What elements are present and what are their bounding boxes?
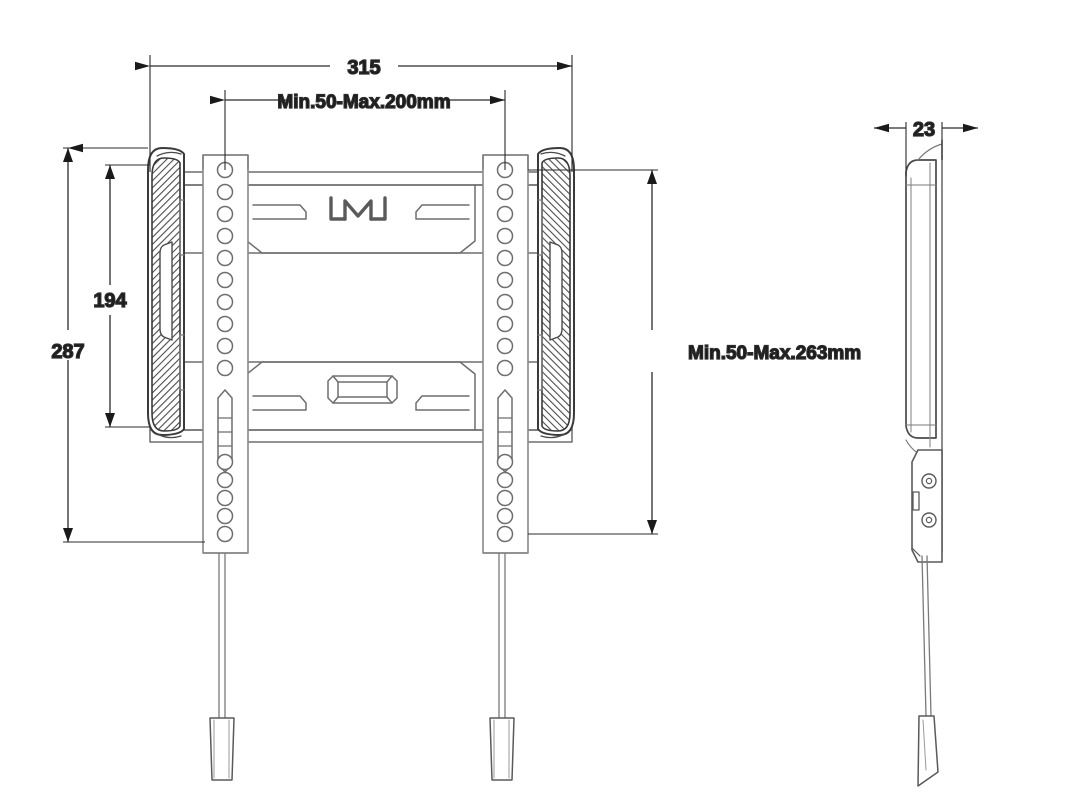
dim-overall-width: 315: [135, 55, 573, 172]
dim-vesa-height: Min.50-Max.263mm: [528, 169, 862, 535]
dim-vesa-width-label: Min.50-Max.200mm: [277, 92, 450, 113]
side-pull-cord: [917, 555, 939, 787]
brand-logo-icon: [329, 196, 387, 221]
side-profile-body: [905, 143, 943, 457]
cushion-pad-left: [147, 147, 185, 439]
rail-holes-bottom-left: [216, 453, 234, 543]
cushion-pad-right: [537, 147, 575, 439]
dim-overall-height: 287: [51, 143, 205, 543]
side-view: [905, 139, 943, 787]
pull-cord-right: [489, 552, 515, 781]
dim-depth-label: 23: [913, 119, 935, 141]
pull-cord-left: [209, 552, 235, 781]
rail-holes-bottom-right: [496, 453, 514, 543]
rail-holes-top-left: [216, 161, 234, 377]
dim-vesa-width: Min.50-Max.200mm: [210, 90, 506, 170]
dim-overall-height-label: 287: [51, 341, 84, 363]
vertical-rail-right: [482, 154, 529, 554]
rail-holes-top-right: [496, 161, 514, 377]
side-mount-bracket: [911, 449, 943, 563]
dim-vesa-height-label: Min.50-Max.263mm: [688, 343, 861, 364]
vertical-rail-left: [202, 154, 249, 554]
front-view: [147, 147, 575, 781]
center-latch: [327, 375, 398, 404]
dimension-annotations: 315 Min.50-Max.200mm 287: [51, 55, 978, 543]
dim-depth: 23: [874, 118, 978, 176]
dim-pad-height-label: 194: [93, 290, 127, 312]
dim-overall-width-label: 315: [347, 57, 380, 79]
dim-pad-height: 194: [93, 164, 150, 428]
